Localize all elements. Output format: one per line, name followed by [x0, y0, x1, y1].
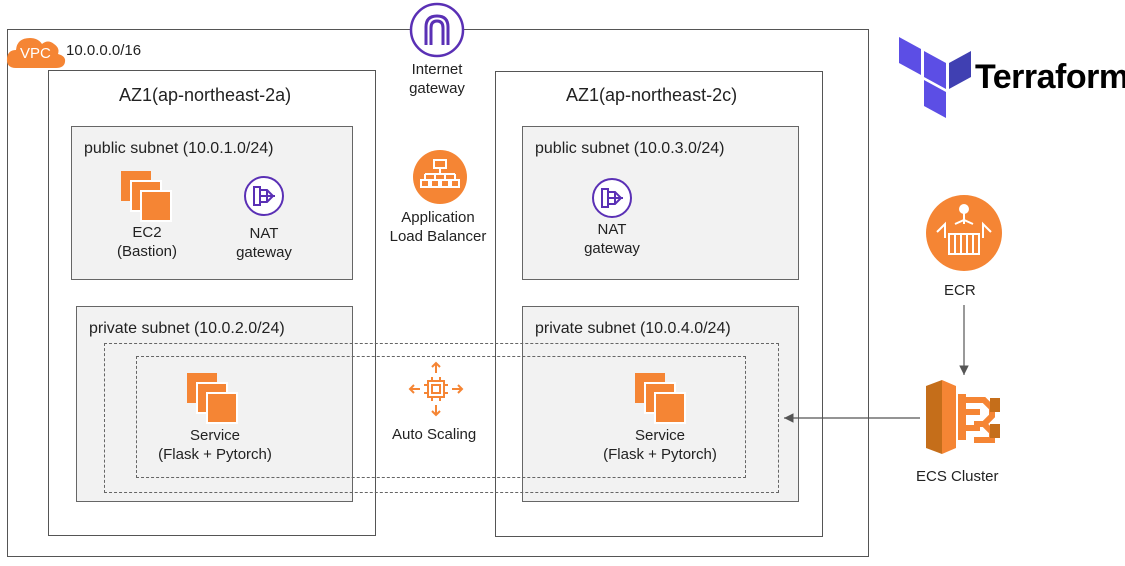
auto-scaling-group-inner — [136, 356, 746, 478]
public-subnet-right — [522, 126, 799, 280]
service-left-label: Service(Flask + Pytorch) — [158, 427, 272, 463]
terraform-label: Terraform — [975, 58, 1125, 96]
internet-gateway-icon — [409, 2, 465, 58]
nat-gateway-right-icon — [591, 177, 633, 219]
ecs-cluster-icon — [924, 380, 1004, 454]
vpc-cloud-icon — [6, 30, 66, 70]
vpc-badge: VPC — [20, 45, 51, 62]
public-subnet-left-label: public subnet (10.0.1.0/24) — [84, 140, 274, 157]
ecr-label: ECR — [944, 282, 976, 299]
service-right-icon — [635, 373, 687, 425]
nat-gateway-left-icon — [243, 175, 285, 217]
auto-scaling-icon — [408, 361, 464, 417]
public-subnet-right-label: public subnet (10.0.3.0/24) — [535, 140, 725, 157]
vpc-cidr: 10.0.0.0/16 — [66, 42, 142, 59]
terraform-logo-icon — [899, 37, 975, 119]
private-subnet-right-label: private subnet (10.0.4.0/24) — [535, 320, 731, 337]
ec2-label: EC2(Bastion) — [116, 224, 178, 260]
public-subnet-left — [71, 126, 353, 280]
auto-scaling-label: Auto Scaling — [392, 426, 477, 443]
az-left-title: AZ1(ap-northeast-2a) — [119, 85, 292, 105]
az-right-title: AZ1(ap-northeast-2c) — [566, 85, 738, 105]
load-balancer-icon — [413, 150, 467, 204]
private-subnet-left-label: private subnet (10.0.2.0/24) — [89, 320, 285, 337]
ec2-icon — [121, 171, 173, 223]
service-left-icon — [187, 373, 239, 425]
auto-scaling-group-outer — [104, 343, 779, 493]
ecr-icon — [925, 194, 1003, 272]
service-right-label: Service(Flask + Pytorch) — [603, 427, 717, 463]
ecs-cluster-label: ECS Cluster — [916, 468, 999, 485]
